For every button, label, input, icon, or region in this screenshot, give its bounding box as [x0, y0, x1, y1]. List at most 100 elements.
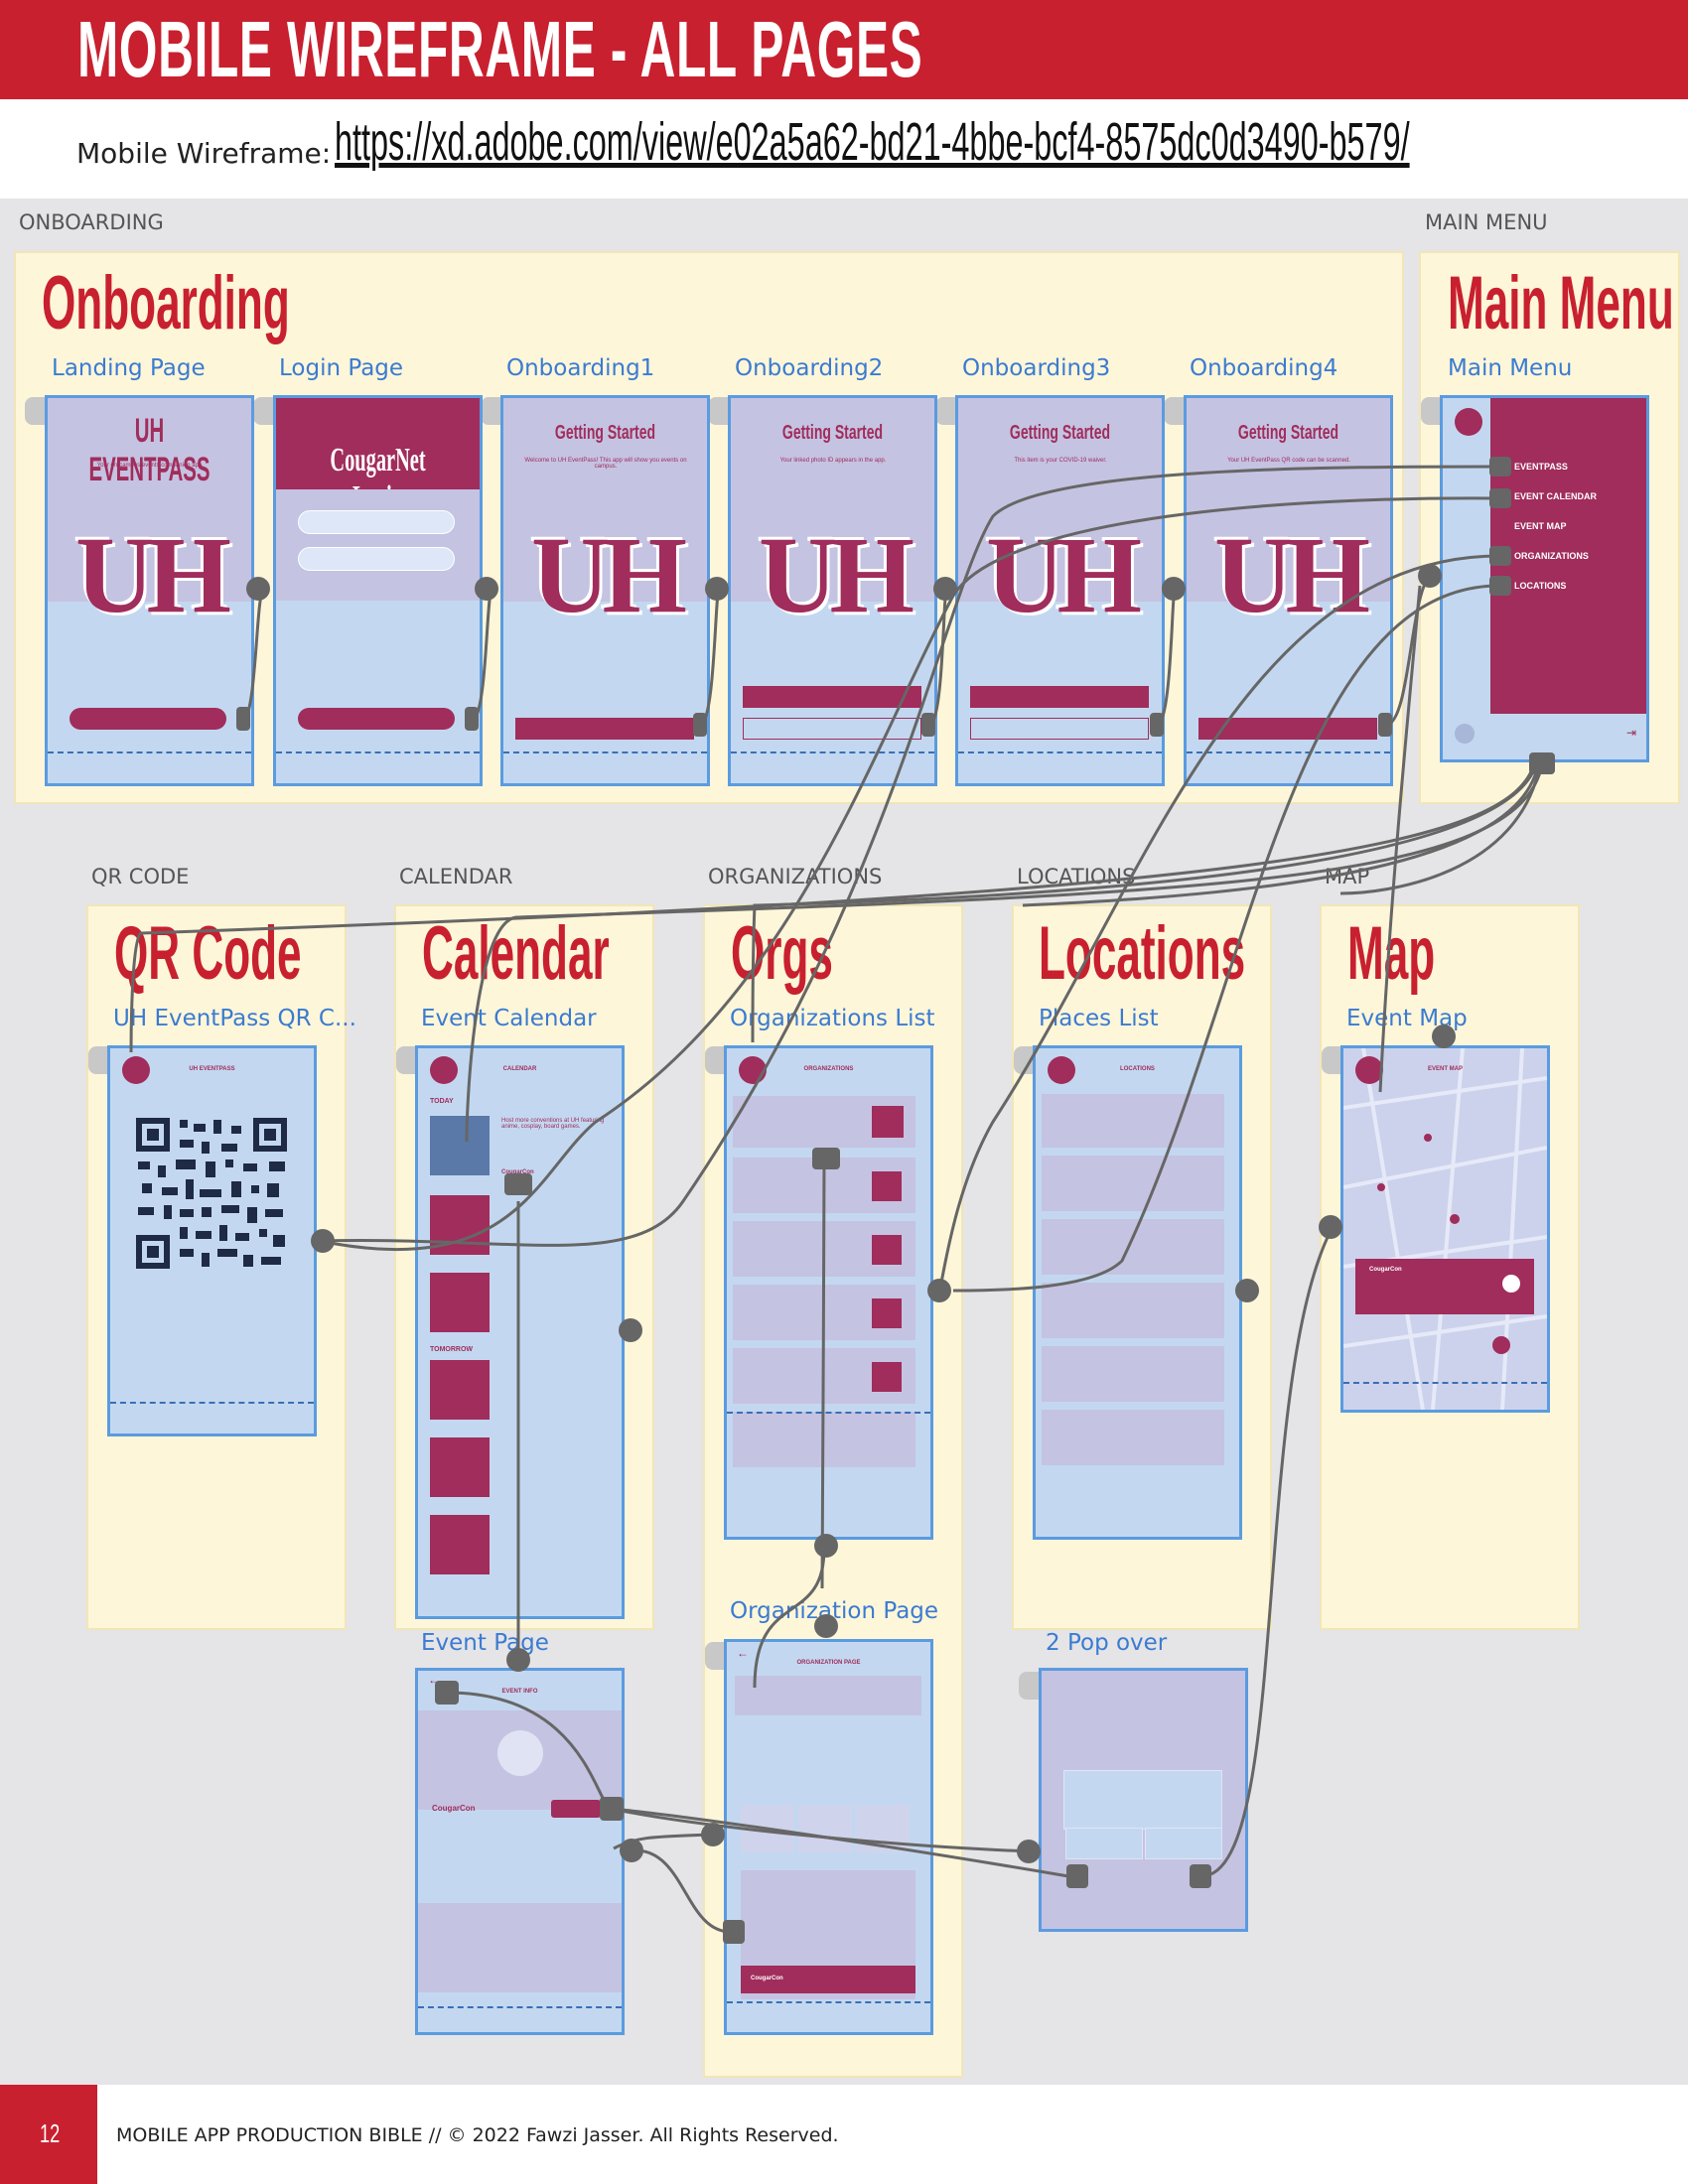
today-label: TODAY [430, 1098, 454, 1105]
event-thumbnail[interactable] [430, 1273, 490, 1332]
event-thumbnail[interactable] [430, 1515, 490, 1574]
onboarding-heading: Getting Started [1237, 422, 1339, 444]
event-info-header: EVENT INFO [501, 1689, 538, 1695]
list-item[interactable] [1042, 1094, 1224, 1148]
org-page-header: ORGANIZATION PAGE [796, 1660, 861, 1666]
places-list-screen[interactable]: LOCATIONS [1033, 1045, 1242, 1540]
onboarding-body: Welcome to UH EventPass! This app will s… [524, 458, 687, 470]
login-screen[interactable]: CougarNet Login [273, 395, 483, 786]
wireframe-label: Mobile Wireframe: [76, 137, 332, 170]
org-logo [872, 1106, 904, 1138]
menu-icon[interactable] [1355, 1056, 1383, 1084]
landing-button[interactable] [70, 708, 226, 730]
map-screen[interactable]: EVENT MAP CougarCon [1340, 1045, 1550, 1413]
footer-page-block [0, 2085, 97, 2184]
map-background[interactable] [1343, 1048, 1547, 1410]
artboard-tab [481, 397, 502, 425]
main-menu-screen[interactable]: EVENTPASS EVENT CALENDAR EVENT MAP ORGAN… [1440, 395, 1649, 762]
menu-icon[interactable] [430, 1056, 458, 1084]
artboard-tab [705, 1642, 727, 1670]
onboarding1-screen[interactable]: Getting Started Welcome to UH EventPass!… [500, 395, 710, 786]
next-button[interactable] [515, 718, 694, 740]
list-item[interactable] [1042, 1156, 1224, 1211]
group-title-map: Map [1347, 911, 1436, 996]
qr-code-icon [136, 1118, 287, 1269]
map-button[interactable] [1145, 1828, 1222, 1859]
menu-item-event-calendar[interactable]: EVENT CALENDAR [1514, 491, 1598, 501]
onboarding3-screen[interactable]: Getting Started This item is your COVID-… [955, 395, 1165, 786]
list-item[interactable] [733, 1412, 915, 1467]
org-logo [872, 1171, 902, 1201]
onboarding4-screen[interactable]: Getting Started Your UH EventPass QR cod… [1184, 395, 1393, 786]
screen-title-login: Login Page [279, 355, 404, 381]
logout-icon[interactable]: ⇥ [1626, 726, 1637, 740]
menu-item-organizations[interactable]: ORGANIZATIONS [1514, 551, 1589, 561]
menu-icon[interactable] [1048, 1056, 1075, 1084]
orgs-list-screen[interactable]: ORGANIZATIONS [724, 1045, 933, 1540]
lets-go-button[interactable] [1198, 718, 1377, 740]
menu-item-locations[interactable]: LOCATIONS [1514, 581, 1567, 591]
menu-item-event-map[interactable]: EVENT MAP [1514, 521, 1567, 531]
popover-screen[interactable] [1039, 1668, 1248, 1932]
primary-button[interactable] [970, 686, 1149, 708]
link-band [0, 99, 1688, 199]
screen-title-org-page: Organization Page [730, 1598, 939, 1624]
arrow-right-icon[interactable] [1502, 1275, 1520, 1293]
continue-button[interactable] [970, 718, 1149, 740]
artboard-tab [1421, 397, 1443, 425]
uh-logo: UH [986, 514, 1142, 635]
screen-title-map: Event Map [1346, 1006, 1468, 1031]
artboard-tab [88, 1046, 110, 1074]
event-description: Host more conventions at UH featuring an… [501, 1118, 605, 1130]
onboarding-heading: Getting Started [1009, 422, 1111, 444]
menu-icon[interactable] [739, 1056, 767, 1084]
landing-app-title: UH EVENTPASS [88, 412, 211, 488]
primary-button[interactable] [743, 686, 921, 708]
list-item[interactable] [1042, 1219, 1224, 1275]
landing-screen[interactable]: UH EVENTPASS Your on-campus events compa… [45, 395, 254, 786]
landing-subtitle: Your on-campus events companion app [96, 463, 203, 469]
org-event-bar[interactable] [741, 1966, 915, 1993]
org-header-card [735, 1676, 921, 1715]
menu-item-eventpass[interactable]: EVENTPASS [1514, 462, 1568, 472]
stat-card [856, 1805, 910, 1852]
event-thumbnail[interactable] [430, 1116, 490, 1175]
arrow-right-icon[interactable] [1492, 1336, 1510, 1354]
section-label-qr-code: QR CODE [91, 865, 190, 888]
skip-button[interactable] [743, 718, 921, 740]
stat-card [798, 1805, 852, 1852]
screen-title-main-menu: Main Menu [1448, 355, 1573, 381]
screen-title-onboarding3: Onboarding3 [962, 355, 1111, 381]
event-thumbnail[interactable] [430, 1437, 490, 1497]
screen-title-onboarding2: Onboarding2 [735, 355, 884, 381]
onboarding-heading: Getting Started [781, 422, 884, 444]
event-thumbnail[interactable] [430, 1195, 490, 1255]
calendar-header: CALENDAR [502, 1066, 537, 1072]
stat-card [741, 1805, 794, 1852]
screen-title-onboarding1: Onboarding1 [506, 355, 655, 381]
back-arrow-icon[interactable]: ← [428, 1673, 440, 1687]
wireframe-link[interactable]: https://xd.adobe.com/view/e02a5a62-bd21-… [335, 112, 1410, 172]
event-page-screen[interactable]: ← EVENT INFO CougarCon [415, 1668, 625, 2035]
uh-logo: UH [75, 514, 231, 635]
onboarding2-screen[interactable]: Getting Started Your linked photo ID app… [728, 395, 937, 786]
list-item[interactable] [1042, 1410, 1224, 1465]
login-button[interactable] [298, 708, 455, 730]
close-button[interactable] [1065, 1828, 1143, 1859]
username-field[interactable] [298, 510, 455, 534]
section-label-onboarding: ONBOARDING [19, 210, 164, 234]
event-thumbnail[interactable] [430, 1360, 490, 1420]
group-title-main-menu: Main Menu [1448, 261, 1674, 345]
rsvp-button[interactable] [551, 1800, 601, 1818]
list-item[interactable] [1042, 1283, 1224, 1338]
qr-screen[interactable]: UH EVENTPASS [107, 1045, 317, 1436]
org-page-screen[interactable]: ← ORGANIZATION PAGE CougarCon [724, 1639, 933, 2035]
list-item[interactable] [1042, 1346, 1224, 1402]
menu-close-icon[interactable] [1455, 408, 1482, 436]
event-title: CougarCon [432, 1804, 476, 1813]
screen-title-event-page: Event Page [421, 1630, 549, 1656]
password-field[interactable] [298, 547, 455, 571]
calendar-screen[interactable]: CALENDAR TODAY Host more conventions at … [415, 1045, 625, 1619]
back-arrow-icon[interactable]: ← [737, 1646, 749, 1660]
menu-icon[interactable] [122, 1056, 150, 1084]
